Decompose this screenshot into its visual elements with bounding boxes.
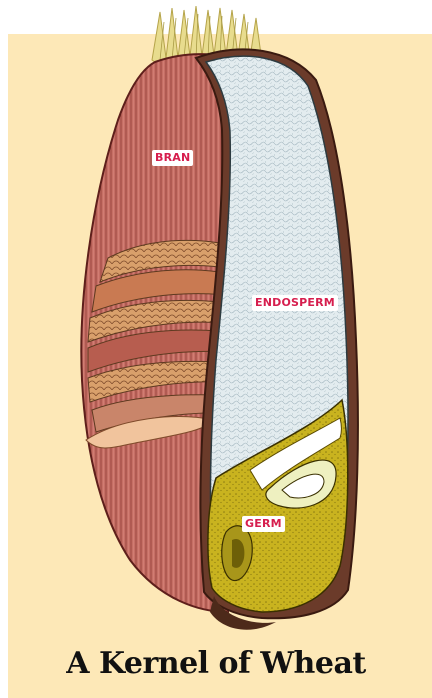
diagram-title: A Kernel of Wheat: [0, 644, 432, 684]
wheat-kernel-diagram: [0, 0, 432, 640]
germ-label: GERM: [242, 516, 285, 532]
bran-label: BRAN: [152, 150, 193, 166]
endosperm-label: ENDOSPERM: [252, 295, 338, 311]
